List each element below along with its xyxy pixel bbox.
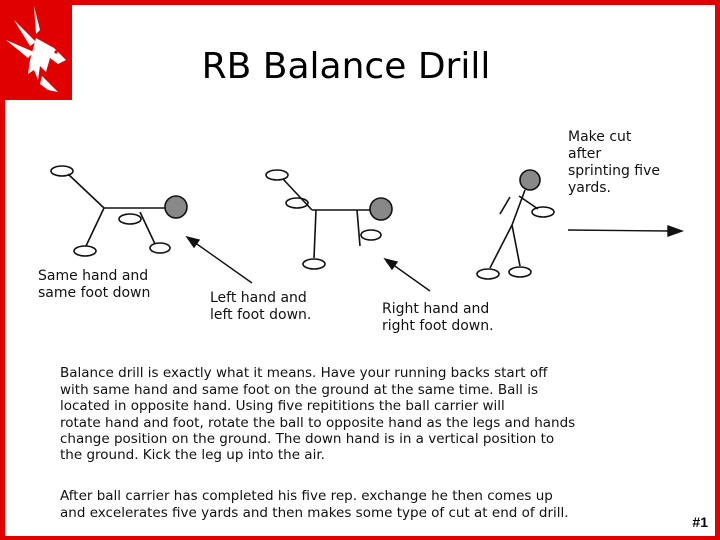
slide-number: #1 (692, 514, 708, 530)
foot-3a (477, 269, 499, 279)
arrow-1 (194, 242, 252, 283)
description-paragraph-2: After ball carrier has completed his fiv… (60, 488, 640, 521)
foot-1a (51, 166, 73, 176)
arrow-3 (568, 230, 670, 231)
ball-2 (370, 198, 392, 220)
label-right-hand: Right hand and right foot down. (382, 301, 494, 335)
foot-2d (361, 230, 381, 240)
player-figure-2 (266, 170, 392, 269)
label-left-hand: Left hand and left foot down. (210, 290, 311, 324)
drill-description: Balance drill is exactly what it means. … (60, 349, 640, 537)
label-make-cut: Make cut after sprinting five yards. (568, 129, 660, 197)
label-same-hand: Same hand and same foot down (38, 268, 150, 302)
foot-2c (303, 259, 325, 269)
player-figure-1 (51, 166, 187, 256)
description-paragraph-1: Balance drill is exactly what it means. … (60, 365, 640, 463)
arrow-2 (392, 264, 430, 291)
ball-1 (165, 196, 187, 218)
foot-1b (119, 214, 141, 224)
head-3 (520, 170, 540, 190)
hand-3 (532, 207, 554, 217)
foot-1c (74, 246, 96, 256)
foot-2a (266, 170, 288, 180)
foot-3b (509, 267, 531, 277)
foot-1d (150, 243, 170, 253)
player-figure-3 (477, 170, 554, 279)
